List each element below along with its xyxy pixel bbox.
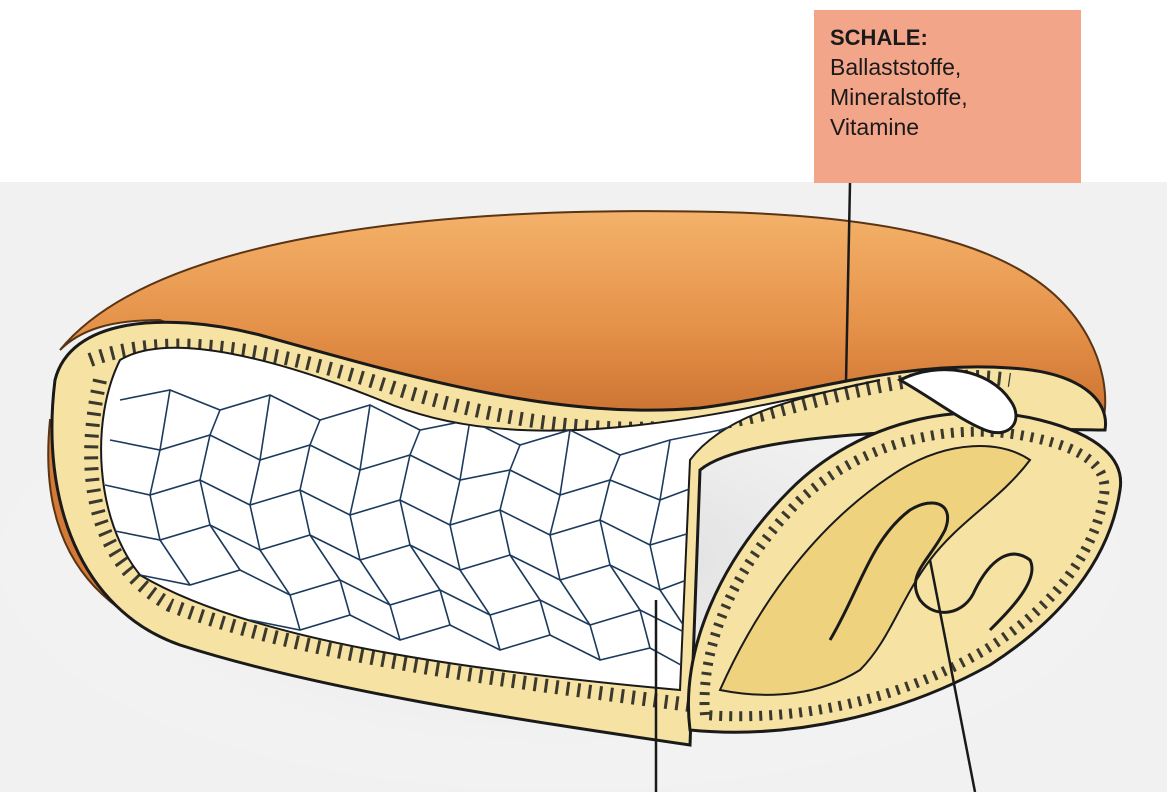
label-schale-line-1: Ballaststoffe, [830, 52, 1081, 82]
label-schale-line-2: Mineralstoffe, [830, 82, 1081, 112]
label-schale-title: SCHALE: [830, 24, 1081, 52]
label-schale-line-3: Vitamine [830, 112, 1081, 142]
label-schale: SCHALE: Ballaststoffe, Mineralstoffe, Vi… [814, 10, 1081, 183]
